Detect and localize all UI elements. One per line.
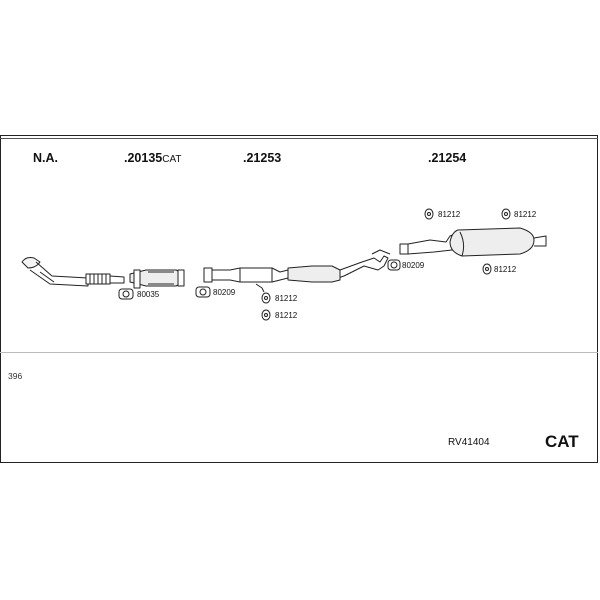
- catalytic-converter: [129, 269, 185, 289]
- part-hanger-81212-rear-2: 81212: [514, 210, 537, 219]
- part-hanger-81212-mid-1: 81212: [275, 294, 298, 303]
- front-pipe: [21, 257, 125, 287]
- rear-silencer: [399, 227, 547, 257]
- frame-top-line: [0, 138, 598, 139]
- footer-code: 396: [8, 371, 23, 381]
- part-hanger-81212-mid-2: 81212: [275, 311, 298, 320]
- header-middle-silencer: .21253: [243, 151, 282, 165]
- clamp-80209-mid-shape: [195, 286, 211, 298]
- footer-type: CAT: [545, 432, 579, 451]
- header-catalyst-number: .20135: [124, 151, 163, 165]
- part-clamp-80209-rear: 80209: [402, 261, 425, 270]
- section-divider: [0, 352, 598, 353]
- diagram-frame: [0, 135, 598, 463]
- part-hanger-81212-rear-1: 81212: [438, 210, 461, 219]
- header-na: N.A.: [33, 151, 58, 165]
- gasket-80035-shape: [118, 288, 134, 300]
- middle-pipe: [203, 249, 391, 283]
- footer-reference: RV41404: [448, 437, 490, 448]
- part-hanger-81212-rear-3: 81212: [494, 265, 517, 274]
- clamp-80209-rear-shape: [387, 259, 401, 271]
- part-gasket-80035: 80035: [137, 290, 160, 299]
- header-catalyst: .20135CAT: [124, 151, 182, 165]
- bracket-line: [255, 283, 265, 293]
- header-catalyst-suffix: CAT: [162, 154, 182, 165]
- header-rear-silencer: .21254: [428, 151, 467, 165]
- part-clamp-80209-mid: 80209: [213, 288, 236, 297]
- hanger-rings: [261, 208, 511, 321]
